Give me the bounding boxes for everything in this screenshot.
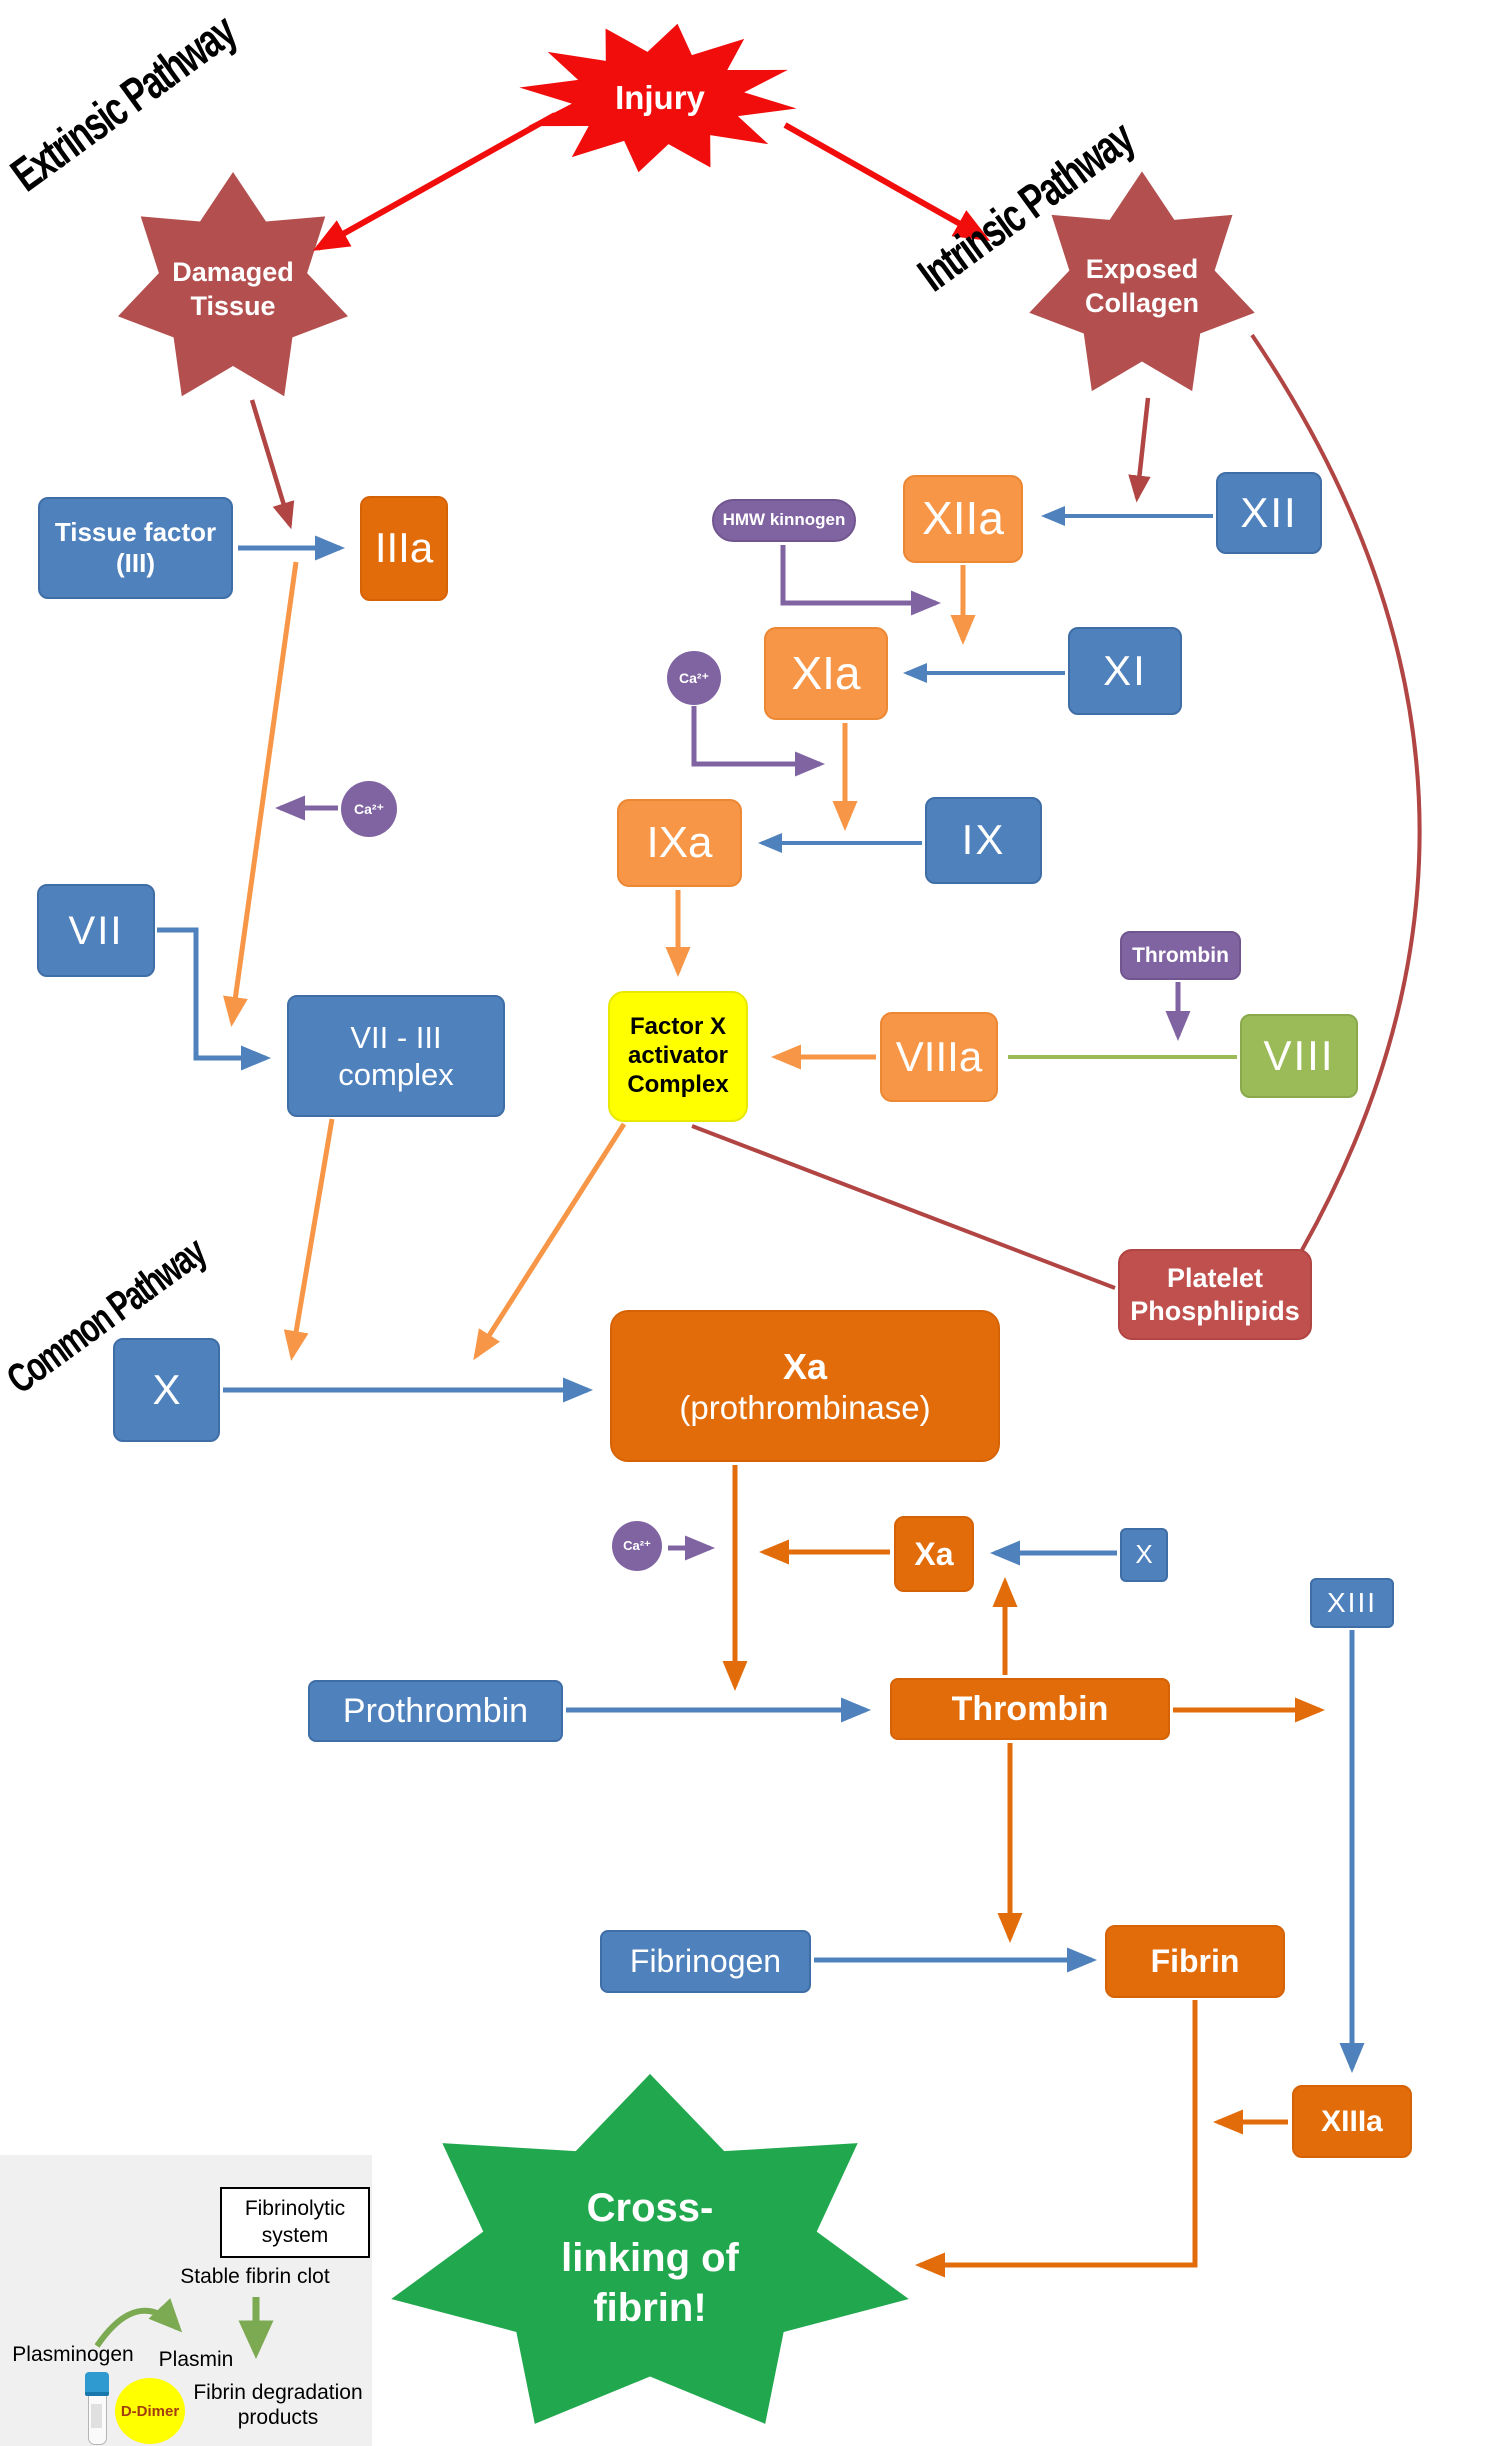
arrow-exposed-collagen-down xyxy=(1128,397,1151,503)
calcium-ion-badge: Ca²⁺ xyxy=(341,781,397,837)
factor-vii-box: VII xyxy=(37,884,155,977)
calcium-ion-badge: Ca²⁺ xyxy=(612,1521,662,1571)
cross-linking-star xyxy=(391,2073,909,2424)
damaged-tissue-star xyxy=(118,172,348,397)
hmw-kinnogen-pill: HMW kinnogen xyxy=(712,499,856,542)
factor-x-box: X xyxy=(113,1338,220,1442)
arrow-injury-to-exposed-collagen xyxy=(783,122,991,241)
calcium-ion-badge: Ca²⁺ xyxy=(667,651,721,705)
arrow-plasminogen-to-plasmin xyxy=(94,2298,183,2348)
arrow-damaged-tissue-down xyxy=(249,399,295,530)
test-tube-icon xyxy=(84,2372,110,2446)
arrow-factorx-complex-to-x-line xyxy=(473,1122,627,1361)
arrow-complex-to-x-line xyxy=(283,1118,335,1361)
arrow-injury-to-damaged-tissue xyxy=(312,112,557,251)
factor-xia-box: XIa xyxy=(764,627,888,720)
fibrin-box: Fibrin xyxy=(1105,1925,1285,1998)
xa-prothrombinase-box: Xa (prothrombinase) xyxy=(610,1310,1000,1462)
factor-ixa-box: IXa xyxy=(617,799,742,887)
prothrombin-box: Prothrombin xyxy=(308,1680,563,1742)
factor-x-small-box: X xyxy=(1120,1528,1168,1582)
line-factorx-complex-to-platelet xyxy=(691,1124,1116,1290)
thrombin-box: Thrombin xyxy=(890,1678,1170,1740)
fibrin-degradation-products-label: Fibrin degradation products xyxy=(193,2381,363,2430)
factor-xiii-box: XIII xyxy=(1310,1578,1394,1628)
plasmin-label: Plasmin xyxy=(158,2348,234,2371)
d-dimer-badge: D-Dimer xyxy=(115,2378,185,2444)
factor-viiia-box: VIIIa xyxy=(880,1012,998,1102)
factor-xiiia-box: XIIIa xyxy=(1292,2085,1412,2158)
factor-ix-box: IX xyxy=(925,797,1042,884)
arrow-hmw-to-xiia-line xyxy=(780,545,941,616)
factor-xii-box: XII xyxy=(1216,472,1322,554)
arrow-ca-to-xia-line xyxy=(691,706,825,777)
arrow-iiia-to-complex-junction xyxy=(223,561,299,1027)
arrow-fibrin-to-crosslinking xyxy=(915,2000,1198,2278)
thrombin-pill: Thrombin xyxy=(1120,931,1241,980)
arrow-vii-to-complex xyxy=(157,927,271,1071)
plasminogen-label: Plasminogen xyxy=(12,2343,134,2366)
curve-collagen-to-platelet xyxy=(1250,333,1422,1251)
exposed-collagen-star xyxy=(1029,171,1255,392)
fibrinogen-box: Fibrinogen xyxy=(600,1930,811,1993)
factor-xi-box: XI xyxy=(1068,627,1182,715)
tissue-factor-box: Tissue factor(III) xyxy=(38,497,233,599)
factor-xa-small-box: Xa xyxy=(894,1516,974,1592)
injury-burst-star xyxy=(519,23,797,173)
stable-fibrin-clot-label: Stable fibrin clot xyxy=(180,2265,330,2288)
factor-viii-box: VIII xyxy=(1240,1014,1358,1098)
factor-iiia-box: IIIa xyxy=(360,496,448,601)
factor-xiia-box: XIIa xyxy=(903,475,1023,563)
injury-label: Injury xyxy=(615,79,705,117)
